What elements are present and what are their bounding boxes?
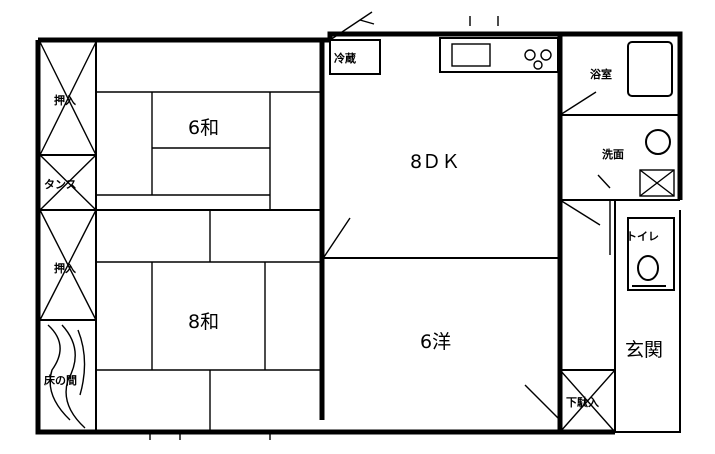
bath-fixtures: [627, 41, 675, 291]
closet-marks: [39, 41, 675, 433]
interior-walls: [40, 34, 680, 432]
label-tokonoma: 床の間: [44, 373, 77, 387]
tatami-lines: [96, 91, 322, 432]
label-bath: 浴室: [590, 67, 612, 81]
label-fridge: 冷蔵: [334, 51, 356, 65]
label-closet-mid: 押入: [54, 261, 76, 275]
label-toilet: トイレ: [626, 230, 659, 243]
room-8-tatami: 8和: [188, 311, 219, 333]
doors: [149, 11, 616, 440]
kitchen-counter: [329, 37, 559, 75]
tokonoma-grain: [47, 324, 86, 429]
exterior-walls: [35, 31, 683, 435]
room-genkan: 玄関: [625, 339, 663, 361]
label-washroom: 洗面: [602, 147, 624, 161]
room-6-western: 6洋: [420, 331, 451, 353]
room-6-tatami: 6和: [188, 117, 219, 139]
label-shoe-closet: 下駄入: [566, 395, 599, 409]
room-8dk: 8ＤＫ: [410, 151, 460, 173]
label-tansu: タンス: [44, 178, 77, 191]
label-closet-top: 押入: [54, 93, 76, 107]
